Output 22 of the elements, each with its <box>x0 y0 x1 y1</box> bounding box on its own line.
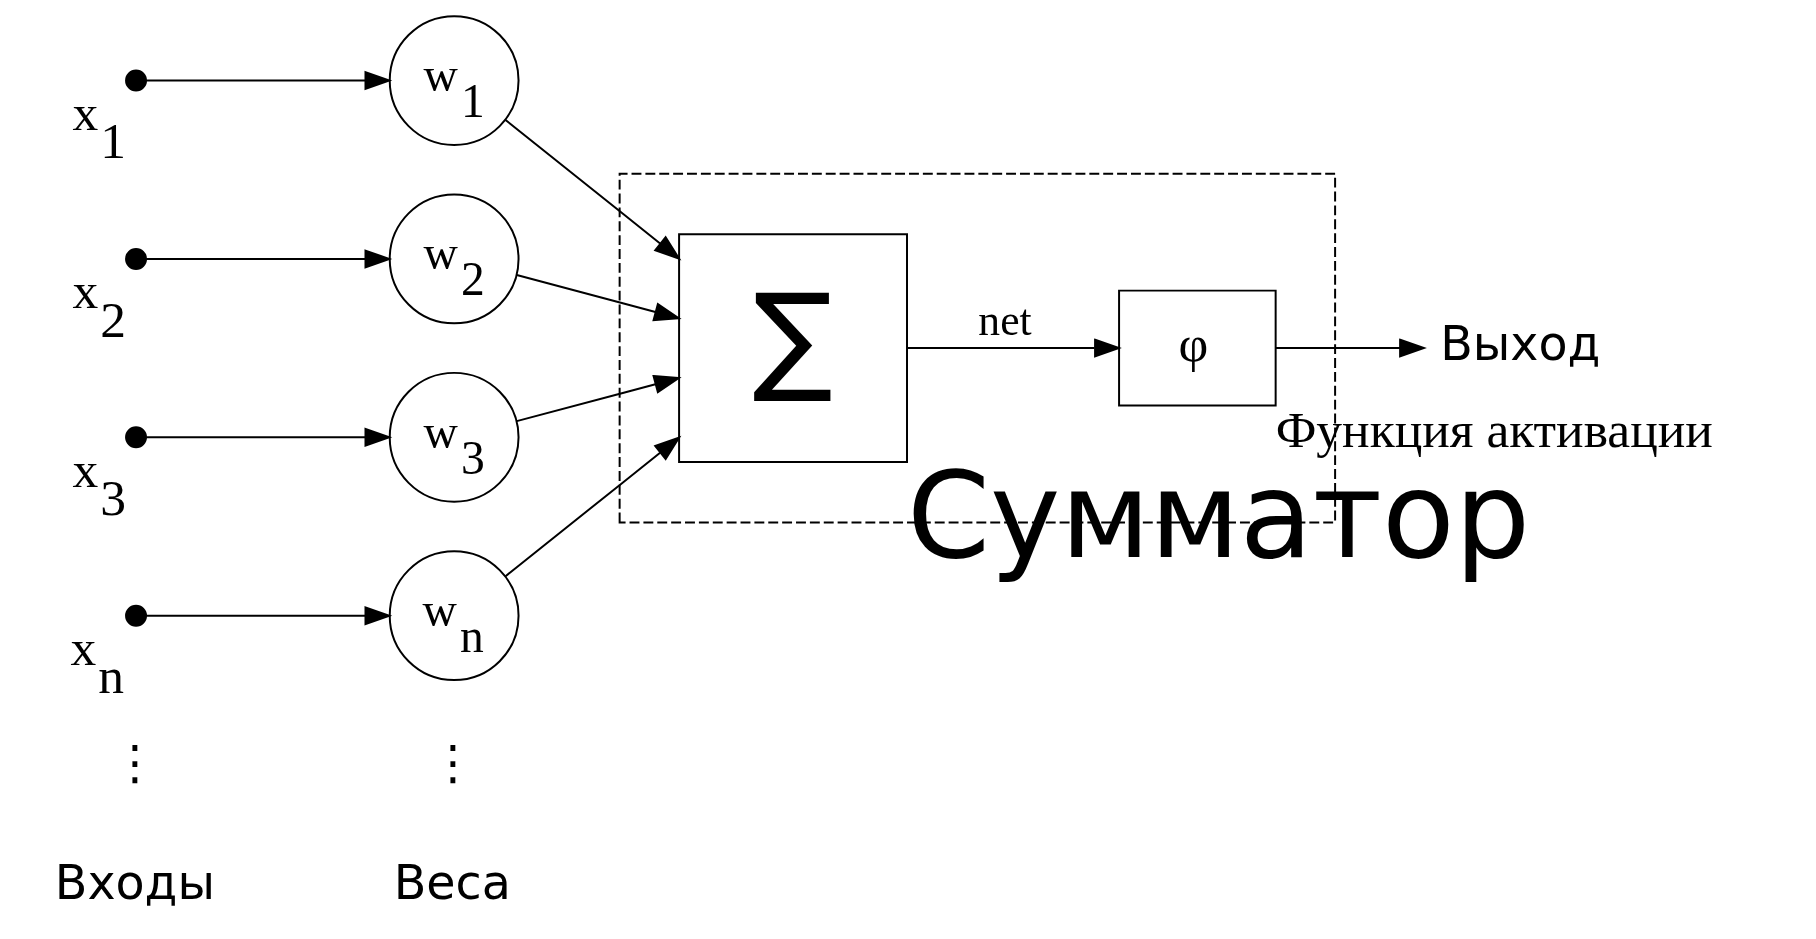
label: Веса <box>393 855 511 911</box>
label: ⋮ <box>429 734 477 790</box>
edge-label: net <box>978 296 1032 345</box>
node-circle <box>125 69 147 92</box>
arrow <box>504 119 682 261</box>
node-circle <box>125 247 147 270</box>
arrow <box>145 605 393 626</box>
arrow <box>145 249 393 269</box>
arrow <box>515 274 682 322</box>
arrow <box>504 435 682 578</box>
arrow <box>515 375 682 423</box>
node-box: φ <box>1118 289 1277 407</box>
arrow <box>1275 338 1427 358</box>
arrow <box>145 70 393 91</box>
arrow <box>145 427 393 447</box>
label: ⋮ <box>111 734 159 790</box>
node-circle <box>125 426 147 449</box>
label: Входы <box>54 855 216 911</box>
node-circle <box>125 604 147 627</box>
node-box: ∑ <box>678 233 908 464</box>
node-text: Выход <box>1440 316 1601 372</box>
arrow <box>906 338 1122 358</box>
